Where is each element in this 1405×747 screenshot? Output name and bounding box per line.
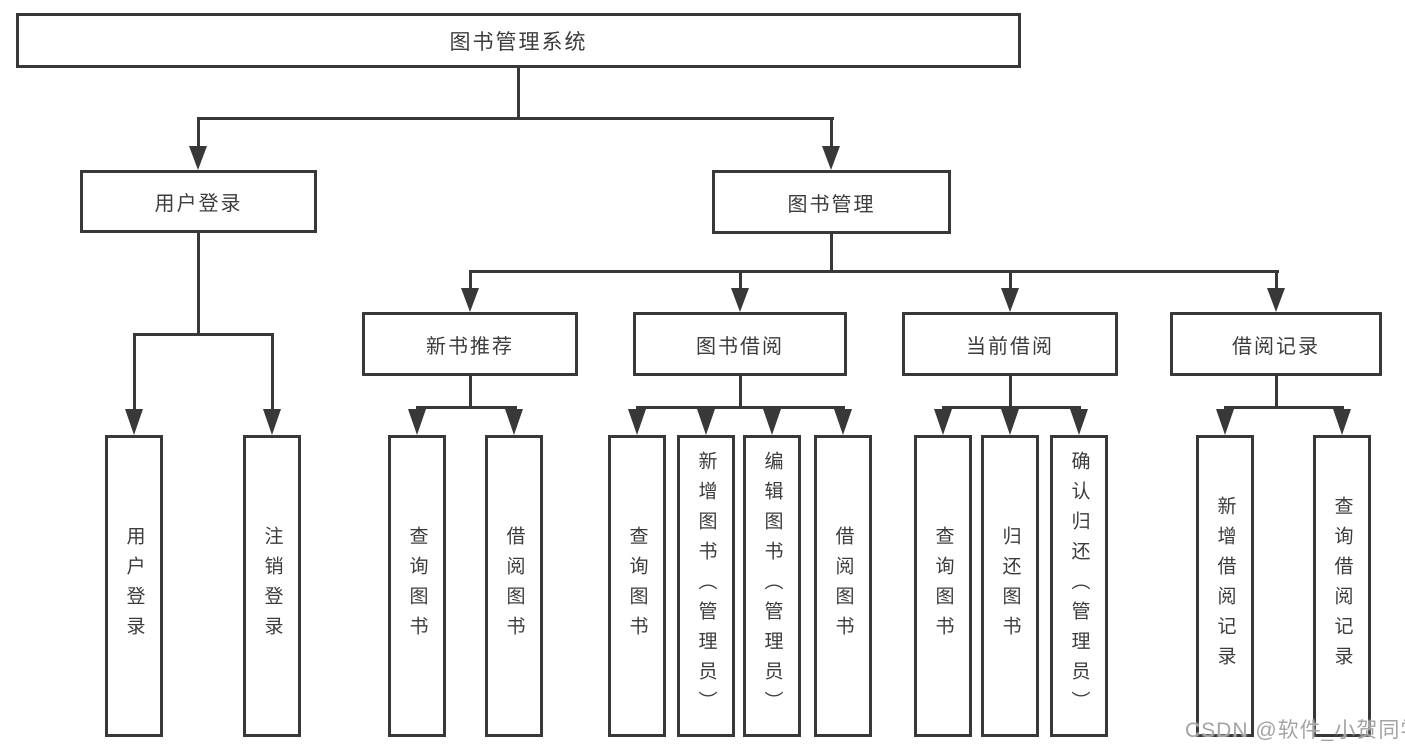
node-new-book-recommend: 新书推荐 <box>362 312 578 376</box>
leaf-records-add-record: 新增借阅记录 <box>1196 435 1254 737</box>
connector-records-down <box>1275 374 1278 409</box>
connector-stem-user-login <box>197 117 200 149</box>
node-book-management-label: 图书管理 <box>787 193 876 216</box>
arrow-down-icon <box>263 409 281 435</box>
connector-book-borrow-horizontal <box>636 406 845 409</box>
node-book-borrowing-label: 图书借阅 <box>696 335 784 358</box>
leaf-logout: 注销登录 <box>243 435 301 737</box>
arrow-down-icon <box>834 409 852 435</box>
connector-book-borrow-down <box>739 374 742 409</box>
leaf-current-confirm-return-admin: 确认归还（管理员） <box>1050 435 1108 737</box>
connector-new-book-horizontal <box>416 406 517 409</box>
arrow-down-icon <box>1333 409 1351 435</box>
arrow-down-icon <box>822 146 840 170</box>
node-book-borrowing: 图书借阅 <box>633 312 847 376</box>
arrow-down-icon <box>1001 288 1019 312</box>
connector-stem-book-management <box>830 117 833 149</box>
connector-current-borrow-horizontal <box>942 406 1081 409</box>
node-user-login: 用户登录 <box>80 170 317 233</box>
arrow-down-icon <box>125 409 143 435</box>
connector-stem-level3 <box>1009 270 1012 292</box>
connector-user-login-horizontal <box>133 333 274 336</box>
arrow-down-icon <box>763 409 781 435</box>
leaf-borrow-query-books: 查询图书 <box>608 435 666 737</box>
arrow-down-icon <box>408 409 426 435</box>
node-borrowing-records-label: 借阅记录 <box>1232 335 1320 358</box>
arrow-down-icon <box>1216 409 1234 435</box>
node-current-borrowing: 当前借阅 <box>902 312 1118 376</box>
arrow-down-icon <box>1001 409 1019 435</box>
leaf-records-query-record: 查询借阅记录 <box>1313 435 1371 737</box>
node-new-book-recommend-label: 新书推荐 <box>426 335 514 358</box>
connector-stem-leaf <box>271 333 274 413</box>
connector-records-horizontal <box>1224 406 1344 409</box>
connector-book-management-down <box>830 231 833 273</box>
csdn-watermark: CSDN @软件_小贺同学 <box>1185 719 1405 742</box>
arrow-down-icon <box>628 409 646 435</box>
leaf-user-login: 用户登录 <box>105 435 163 737</box>
connector-stem-level3 <box>739 270 742 292</box>
connector-current-borrow-down <box>1009 374 1012 409</box>
arrow-down-icon <box>461 288 479 312</box>
leaf-recommend-borrow-books: 借阅图书 <box>485 435 543 737</box>
arrow-down-icon <box>1267 288 1285 312</box>
connector-stem-leaf <box>133 333 136 413</box>
leaf-current-query-books: 查询图书 <box>914 435 972 737</box>
connector-user-login-down <box>197 231 200 336</box>
leaf-borrow-borrow-books: 借阅图书 <box>814 435 872 737</box>
connector-stem-level3 <box>469 270 472 292</box>
connector-level3-horizontal <box>469 270 1279 273</box>
leaf-borrow-edit-books-admin: 编辑图书（管理员） <box>743 435 801 737</box>
arrow-down-icon <box>189 146 207 170</box>
node-book-management: 图书管理 <box>712 170 951 234</box>
leaf-borrow-add-books-admin: 新增图书（管理员） <box>677 435 735 737</box>
arrow-down-icon <box>697 409 715 435</box>
arrow-down-icon <box>731 288 749 312</box>
arrow-down-icon <box>934 409 952 435</box>
leaf-current-return-books: 归还图书 <box>981 435 1039 737</box>
connector-root-down <box>517 68 520 119</box>
node-user-login-label: 用户登录 <box>154 193 243 215</box>
node-root-label: 图书管理系统 <box>449 30 588 54</box>
connector-new-book-down <box>469 374 472 409</box>
node-root: 图书管理系统 <box>16 13 1021 68</box>
arrow-down-icon <box>505 409 523 435</box>
leaf-recommend-query-books: 查询图书 <box>388 435 446 737</box>
connector-level2-horizontal <box>197 117 834 120</box>
arrow-down-icon <box>1070 409 1088 435</box>
node-borrowing-records: 借阅记录 <box>1170 312 1382 376</box>
node-current-borrowing-label: 当前借阅 <box>966 335 1054 358</box>
connector-stem-level3 <box>1275 270 1278 292</box>
